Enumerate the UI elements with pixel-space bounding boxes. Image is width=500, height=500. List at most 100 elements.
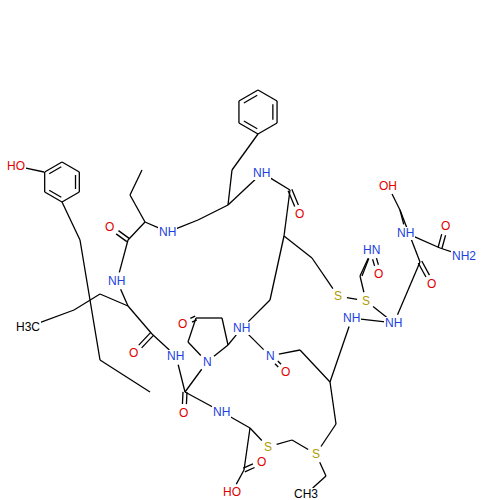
bond-line xyxy=(244,95,257,103)
bond-line xyxy=(178,365,185,392)
bond-line xyxy=(228,179,255,205)
atom-label: O xyxy=(104,221,115,234)
bond-line xyxy=(182,392,184,404)
atom-label: S xyxy=(263,441,273,454)
atom-label: H3C xyxy=(15,321,41,334)
bond-line xyxy=(361,319,385,322)
bond-line xyxy=(312,258,333,289)
atom-label: NH xyxy=(342,312,361,325)
bond-line xyxy=(62,192,79,202)
bond-line xyxy=(422,261,430,275)
bond-line xyxy=(300,350,330,382)
bond-line xyxy=(284,190,290,236)
bond-line xyxy=(278,361,281,364)
bond-line xyxy=(228,170,232,205)
bond-line xyxy=(130,170,142,195)
atom-label: O xyxy=(294,208,305,221)
bond-line xyxy=(258,123,277,134)
bond-line xyxy=(292,189,299,205)
bond-line xyxy=(248,300,270,322)
bond-line xyxy=(275,364,278,367)
bond-line xyxy=(270,236,284,300)
bond-line xyxy=(100,294,128,306)
atom-label: NH xyxy=(396,227,415,240)
atom-label: NH2 xyxy=(451,250,477,263)
atom-label: O xyxy=(177,318,188,331)
bond-line xyxy=(139,333,151,345)
atom-label: O xyxy=(280,366,291,379)
atom-label: NH xyxy=(252,167,271,180)
bond-line xyxy=(320,462,326,476)
bond-line xyxy=(116,234,127,242)
atom-label: HO xyxy=(6,160,26,173)
atom-label: O xyxy=(128,347,139,360)
bond-line xyxy=(80,240,100,360)
bond-line xyxy=(142,335,154,347)
bond-line xyxy=(284,236,312,258)
bond-line xyxy=(239,90,258,101)
bond-line xyxy=(330,327,349,382)
bond-line xyxy=(313,476,326,488)
bond-line xyxy=(188,342,201,355)
bond-line xyxy=(418,263,426,277)
bond-line xyxy=(277,440,292,444)
atom-label: NH xyxy=(158,226,177,239)
bond-line xyxy=(228,335,236,345)
atom-label: O xyxy=(440,220,451,233)
bond-line xyxy=(62,162,79,172)
atom-label: NH xyxy=(166,350,185,363)
atom-label: O xyxy=(178,407,189,420)
atom-label: O xyxy=(426,278,437,291)
bond-line xyxy=(360,276,364,292)
atom-label: NH xyxy=(107,275,126,288)
bond-line xyxy=(49,190,61,197)
bond-line xyxy=(45,162,62,172)
bond-line xyxy=(376,258,378,265)
atom-label: O xyxy=(256,456,267,469)
bond-line xyxy=(360,258,368,276)
atom-label: CH3 xyxy=(293,488,319,500)
bond-line xyxy=(373,259,375,266)
atom-label: N xyxy=(202,356,213,369)
bond-line xyxy=(270,178,290,190)
bond-line xyxy=(25,168,44,172)
bond-line xyxy=(414,237,440,248)
atom-label: S xyxy=(333,290,343,303)
bond-line xyxy=(75,175,76,189)
bond-line xyxy=(100,360,150,392)
bond-line xyxy=(250,428,262,440)
bond-line xyxy=(128,222,145,240)
atom-label: N xyxy=(265,350,276,363)
bond-line xyxy=(36,310,74,324)
atom-label: S xyxy=(361,295,371,308)
bond-line xyxy=(239,123,258,134)
bond-line xyxy=(373,307,387,318)
bond-line xyxy=(321,424,336,447)
bond-line xyxy=(244,428,250,470)
atom-label: S xyxy=(311,448,321,461)
bond-line xyxy=(222,318,228,345)
bond-line xyxy=(185,369,202,392)
bond-line xyxy=(230,416,250,428)
bond-line xyxy=(398,262,420,315)
bond-line xyxy=(79,172,80,192)
atom-label: NH xyxy=(212,406,231,419)
bond-line xyxy=(128,306,152,334)
bond-line xyxy=(276,101,277,123)
bond-line xyxy=(362,258,369,276)
bond-line xyxy=(74,294,100,310)
atom-label: O xyxy=(373,268,384,281)
atom-label: HO xyxy=(222,486,242,499)
bond-line xyxy=(244,121,257,129)
bond-line xyxy=(258,90,277,101)
bond-line xyxy=(44,172,45,192)
bond-line xyxy=(190,316,195,318)
bond-line xyxy=(49,167,61,174)
bond-line xyxy=(185,392,214,408)
bond-line xyxy=(236,470,244,484)
bond-line xyxy=(330,382,336,424)
atom-label: HN xyxy=(362,244,381,257)
bond-line xyxy=(279,350,300,354)
